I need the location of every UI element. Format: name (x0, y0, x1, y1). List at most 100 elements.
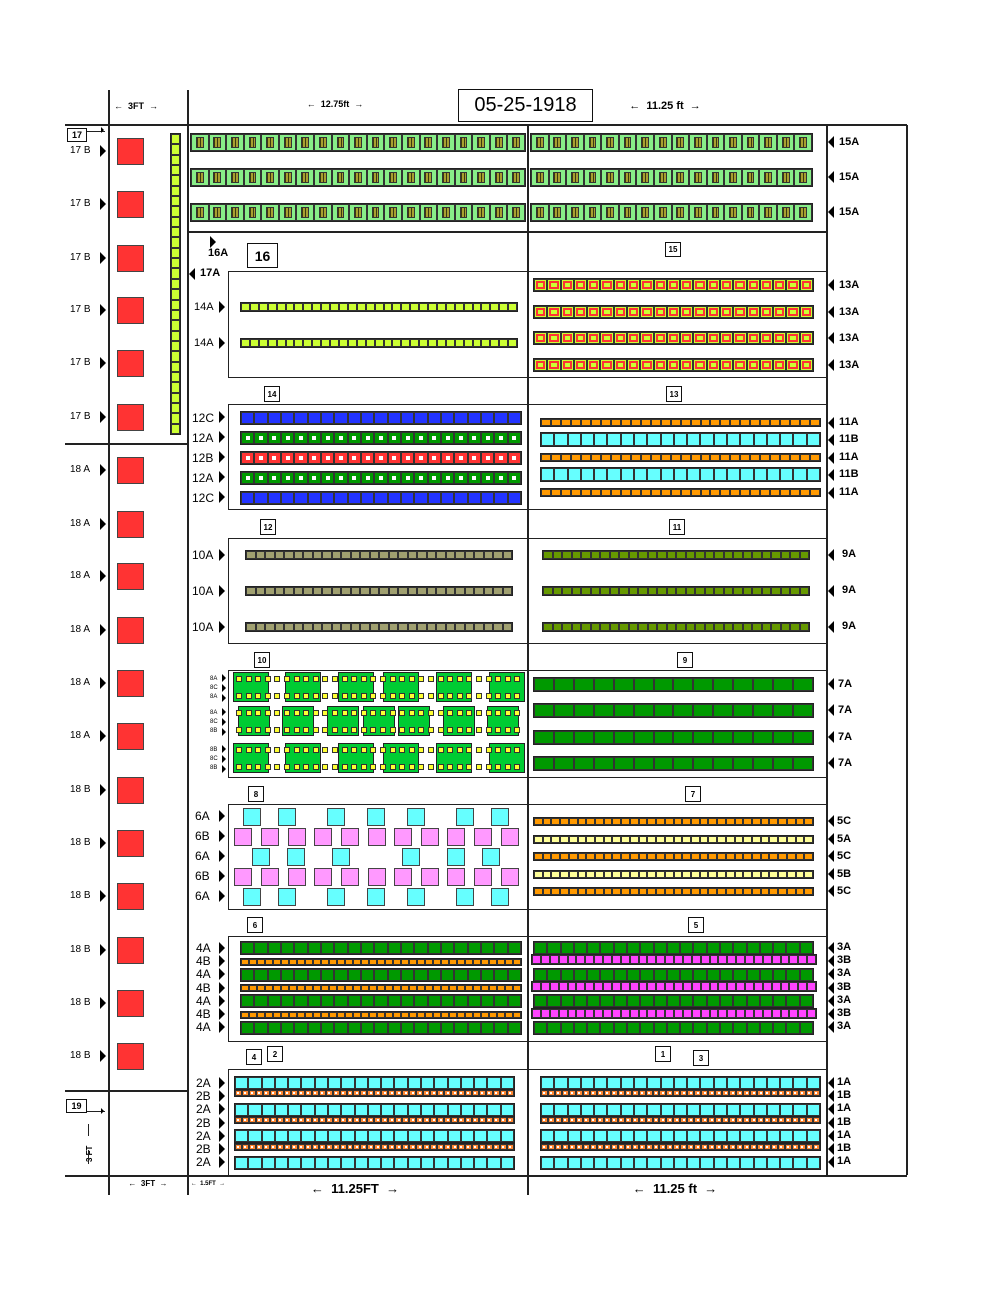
plant-cell (710, 419, 721, 426)
plant-cell (587, 968, 601, 981)
plant-dot (456, 747, 463, 753)
plant-cell (567, 1008, 577, 1018)
plant-cell (301, 1103, 315, 1116)
plant-cell (294, 452, 308, 464)
plant-cell (640, 279, 654, 291)
plant-dot (389, 747, 396, 753)
plant-cell (283, 1090, 291, 1097)
plant-cell (647, 468, 661, 481)
plant-dot (370, 676, 377, 682)
plant-dot (495, 710, 502, 716)
plant-cell (547, 1116, 555, 1123)
plant-cell (719, 332, 734, 345)
plant-cell (171, 165, 180, 176)
plant-cell (621, 853, 630, 860)
plant-cell (419, 169, 438, 186)
plant-dot (284, 764, 290, 770)
plant-cell (492, 1116, 500, 1123)
arrow-right-icon (100, 252, 106, 264)
plant-cell (561, 1143, 569, 1150)
plant-cell (567, 433, 581, 446)
plant-cell (766, 433, 781, 446)
plant-cell (773, 730, 793, 744)
plant-cell (666, 995, 681, 1008)
plant-dot (514, 676, 521, 682)
divider-line (527, 538, 529, 644)
plant-cell (776, 134, 795, 151)
plant-cell (620, 433, 634, 446)
plant-cell (729, 1116, 737, 1123)
plant-cell (759, 1021, 774, 1034)
plant-cell (680, 279, 694, 291)
plant-cell (249, 985, 257, 991)
plant-cell (560, 995, 574, 1008)
plant-cell (278, 134, 297, 151)
row-label: 2B (196, 1089, 211, 1104)
plant-cell (613, 704, 634, 718)
plant-cell (761, 623, 771, 631)
row-label: 5B (837, 868, 852, 880)
plant-cell (660, 419, 671, 426)
plant-cell (567, 981, 577, 991)
plant-cell (440, 942, 455, 954)
plant-cell (773, 942, 787, 954)
plant-cell (276, 1090, 284, 1097)
plant-dot (437, 676, 444, 682)
arrow-left-icon (828, 968, 834, 981)
arrow-right-icon (100, 624, 106, 636)
plant-cell (638, 587, 648, 595)
plant-cell (673, 1130, 688, 1143)
plant-cell (331, 134, 350, 151)
plant-cell (741, 204, 760, 221)
plant-cell (280, 472, 295, 484)
plant-cell (334, 472, 348, 484)
plant-square (288, 828, 306, 846)
plant-cell (617, 1090, 625, 1097)
plant-cell (425, 985, 433, 991)
plant-cell (699, 818, 709, 825)
plant-cell (792, 757, 813, 771)
plant-cell (795, 818, 805, 825)
plant-cell (288, 1156, 302, 1169)
plant-cell (704, 623, 714, 631)
plant-cell (795, 888, 805, 895)
arrow-left-icon (828, 815, 834, 827)
plant-cell (751, 871, 761, 878)
plant-cell (753, 704, 774, 718)
plant-cell (580, 1130, 595, 1143)
plant-cell (753, 1156, 767, 1169)
plant-cell (241, 959, 249, 965)
plant-cell (759, 942, 774, 954)
plant-cell (799, 623, 809, 631)
plant-cell (689, 134, 707, 151)
dimension-value: 11.25FT (331, 1181, 379, 1196)
row-label: 7A (838, 704, 853, 717)
plant-cell (590, 489, 601, 496)
row-label: 3A (837, 993, 852, 1006)
plant-cell (626, 942, 641, 954)
arrow-left-icon (828, 678, 834, 690)
plant-cell (666, 1090, 674, 1097)
plant-cell (725, 836, 735, 843)
plant-cell (666, 1116, 674, 1123)
plant-cell (693, 704, 714, 718)
plant-cell (235, 1090, 242, 1097)
plant-cell (581, 623, 591, 631)
plant-cell (780, 489, 791, 496)
arrow-right-icon (100, 890, 106, 902)
arrow-right-icon (219, 850, 225, 862)
arrow-right-icon (100, 411, 106, 423)
plant-dot (370, 727, 377, 733)
plant-cell (612, 853, 622, 860)
plant-dot (293, 693, 300, 699)
plant-cell (720, 454, 731, 461)
plant-cell (346, 1143, 354, 1150)
plant-cell (723, 587, 733, 595)
plant-cell (717, 818, 726, 825)
plant-cell (653, 359, 667, 372)
plant-cell (294, 995, 308, 1007)
plant-cell (780, 419, 791, 426)
plant-cell (457, 1012, 465, 1018)
plant-cell (790, 419, 801, 426)
plant-cell (349, 134, 367, 151)
